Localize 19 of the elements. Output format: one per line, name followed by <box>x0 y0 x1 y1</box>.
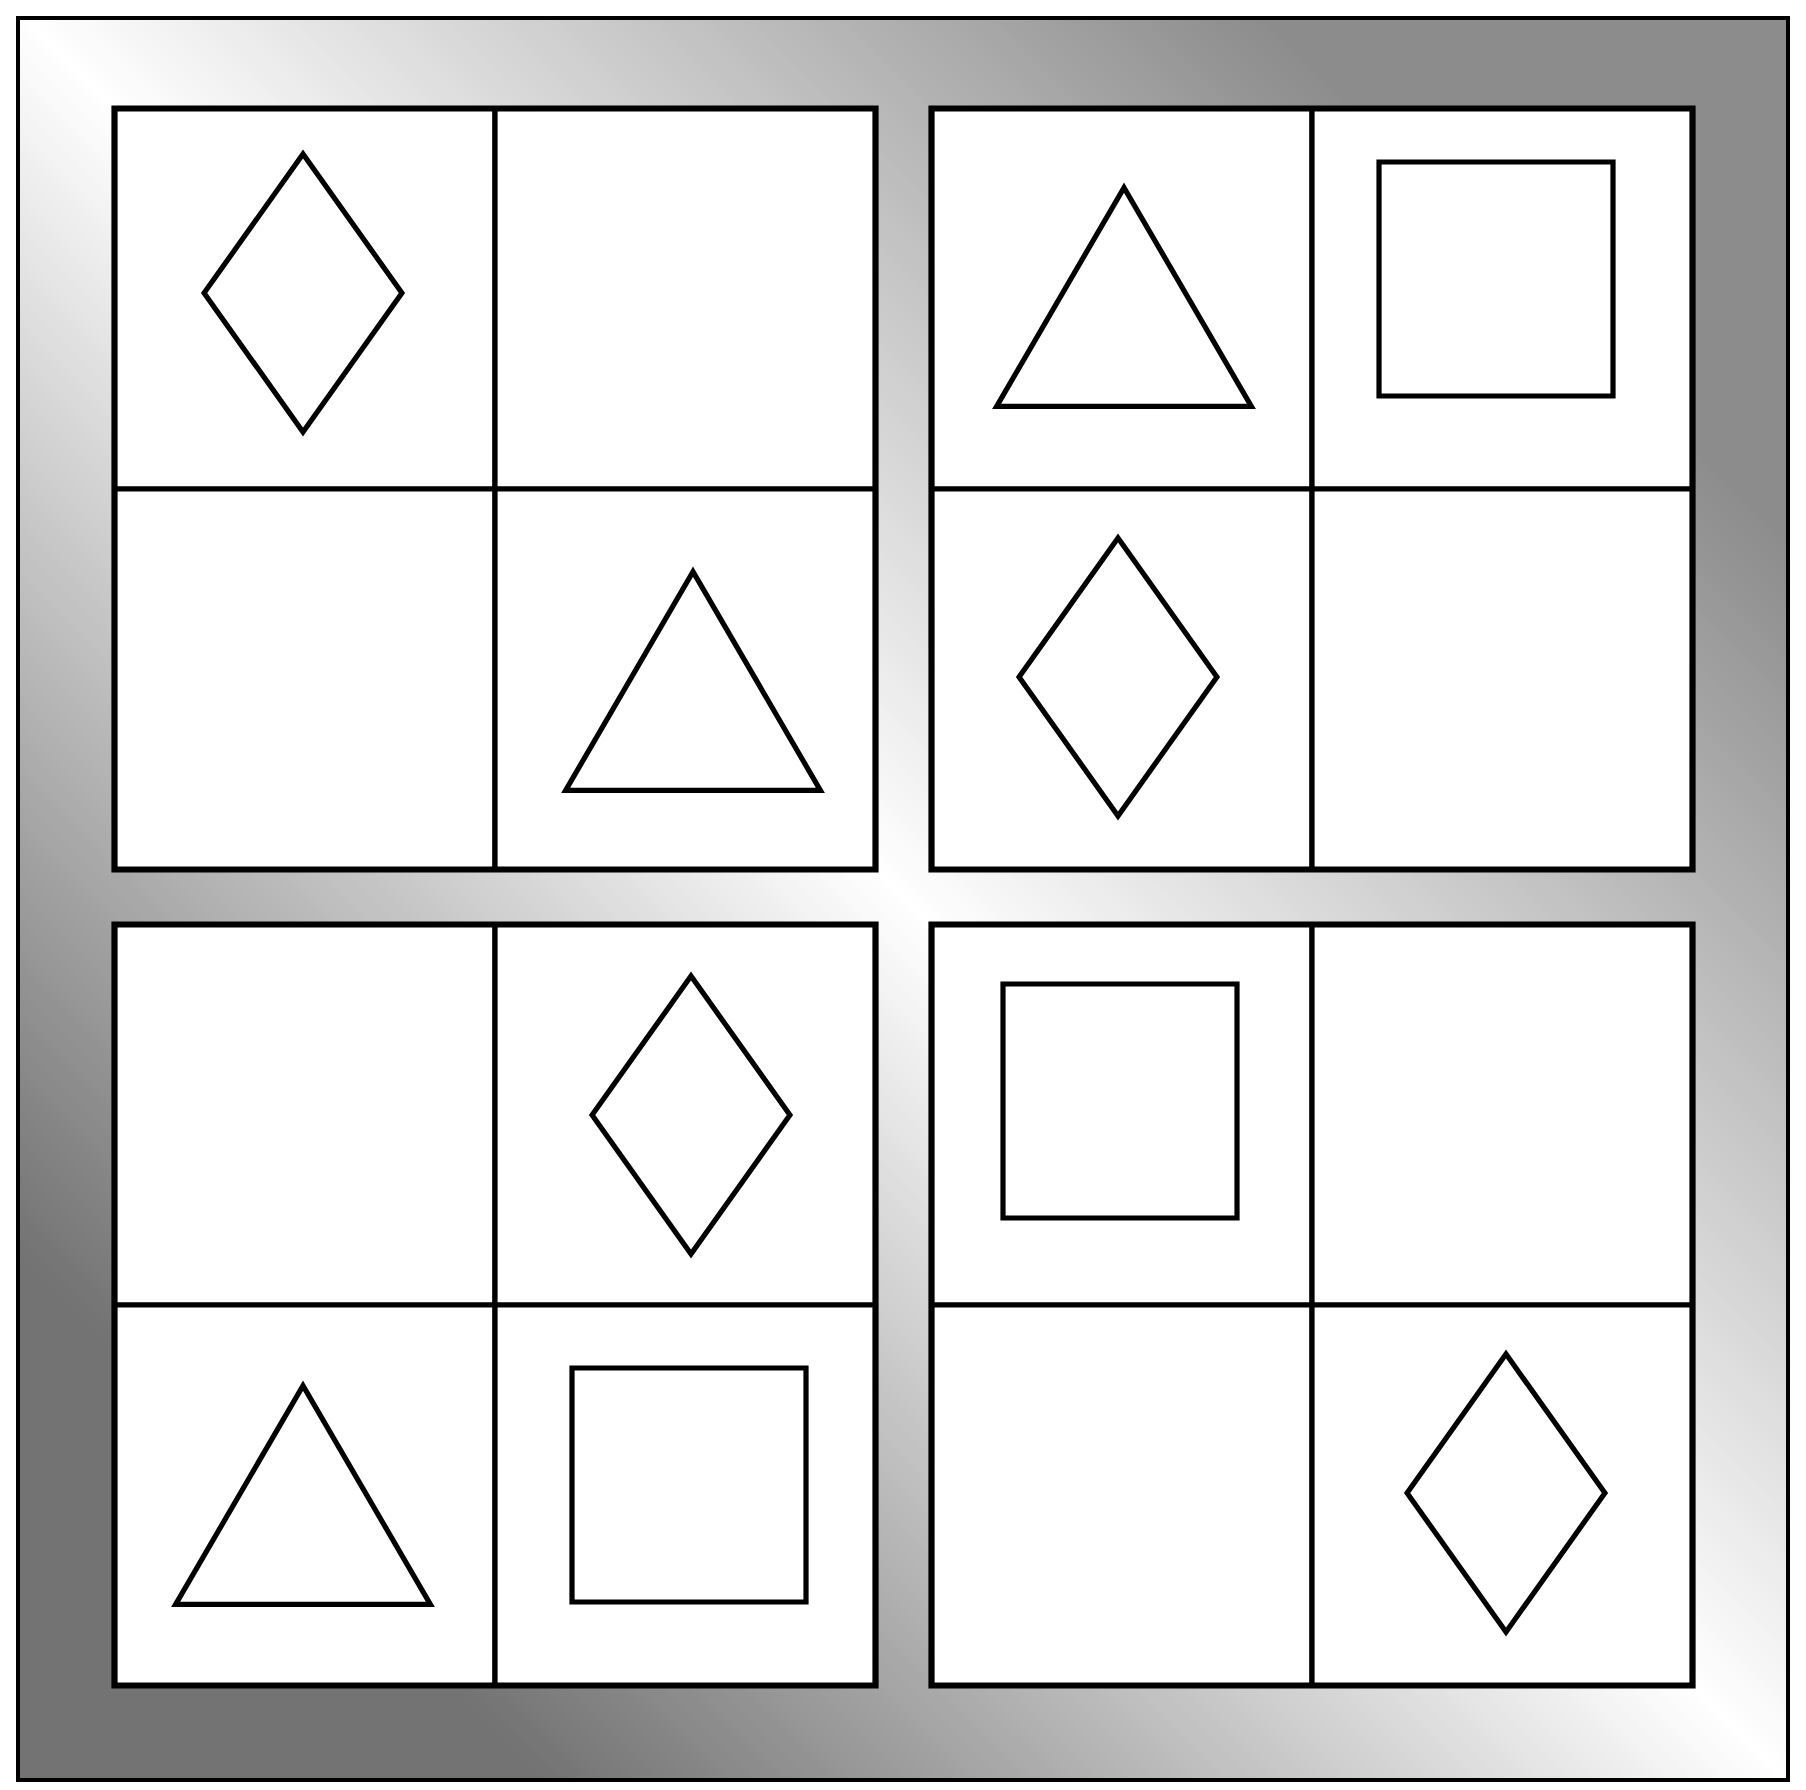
grid-cell <box>1309 922 1695 1308</box>
grid-cell <box>112 486 498 872</box>
grid-cell <box>1309 106 1695 492</box>
square <box>569 1365 809 1605</box>
grid-cell <box>929 1302 1315 1688</box>
square <box>1376 159 1616 399</box>
grid-cell <box>929 922 1315 1308</box>
grid-cell <box>112 1302 498 1688</box>
grid-cell <box>1309 486 1695 872</box>
square <box>1000 981 1240 1221</box>
grid-cell <box>112 106 498 492</box>
grid-cell <box>929 486 1315 872</box>
grid-cell <box>492 106 878 492</box>
grid-cell <box>492 486 878 872</box>
grid-cell <box>1309 1302 1695 1688</box>
grid-cell <box>112 922 498 1308</box>
grid-cell <box>929 106 1315 492</box>
grid-cell <box>492 1302 878 1688</box>
grid-cell <box>492 922 878 1308</box>
